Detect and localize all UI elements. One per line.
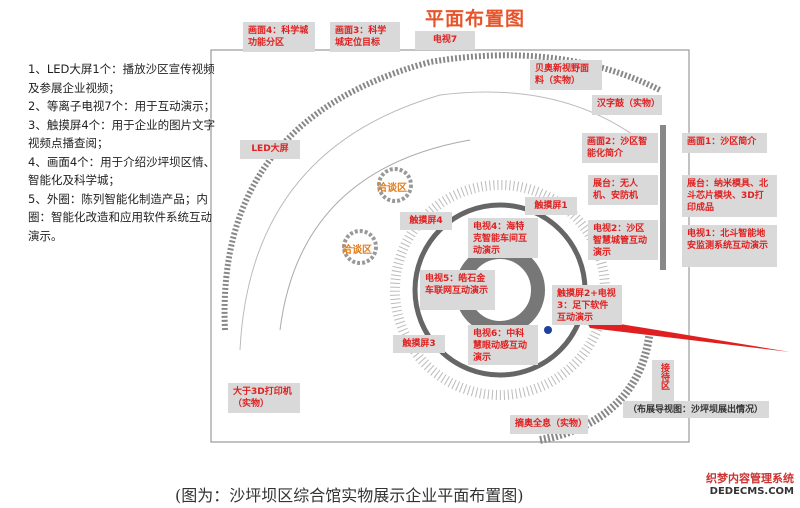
legend-item: 4、画面4个：用于介绍沙坪坝区情、智能化及科学城； [28, 154, 216, 188]
label-touch3: 触摸屏3 [393, 335, 445, 353]
legend-item: 2、等离子电视7个：用于互动演示； [28, 99, 216, 113]
negotiation-table-1 [377, 167, 413, 203]
label-guide: （布展导视图：沙坪坝展出情况） [623, 401, 769, 418]
label-tv5: 电视5：皓石金车联网互动演示 [420, 270, 495, 310]
watermark-line1: 织梦内容管理系统 [706, 472, 794, 485]
label-drum: 汉字鼓（实物） [592, 95, 662, 115]
page-title: 平面布置图 [425, 8, 526, 30]
negotiation-table-2 [342, 229, 378, 265]
label-tv6: 电视6：中科慧眼动感互动演示 [468, 325, 538, 365]
label-negotiation-2: 洽谈区 [342, 245, 372, 256]
watermark-line2: DEDECMS.COM [709, 486, 794, 497]
label-touch1: 触摸屏1 [525, 197, 577, 215]
figure-caption: (图为：沙坪坝区综合馆实物展示企业平面布置图) [175, 486, 524, 505]
label-touch2-tv3: 触摸屏2+电视3：足下软件互动演示 [552, 285, 622, 325]
red-arrow [584, 318, 790, 352]
label-tv7: 电视7 [415, 31, 475, 50]
label-painting3: 画面3：科学城定位目标 [330, 22, 400, 52]
label-painting2: 画面2：沙区智能化简介 [582, 133, 658, 163]
outer-arc-line [239, 91, 641, 351]
legend-text: 1、LED大屏1个：播放沙区宣传视频及参展企业视频； 2、等离子电视7个：用于互… [28, 60, 218, 245]
watermark: 织梦内容管理系统 DEDECMS.COM [706, 470, 794, 497]
label-painting4: 画面4：科学城功能分区 [243, 22, 315, 52]
label-fabric: 贝奥新视野面料（实物） [530, 60, 602, 90]
label-tv1: 电视1：北斗智能地安监测系统互动演示 [682, 225, 777, 267]
label-reception: 接待区 [652, 360, 674, 406]
label-tv4: 电视4：海特克智能车间互动演示 [468, 218, 538, 258]
label-booth-nano: 展台：纳米模具、北斗芯片模块、3D打印成品 [682, 175, 777, 217]
label-led: LED大屏 [240, 140, 300, 159]
legend-item: 5、外圈：陈列智能化制造产品；内圈：智能化改造和应用软件系统互动演示。 [28, 191, 212, 243]
label-booth-drone: 展台：无人机、安防机 [588, 175, 658, 205]
legend-item: 1、LED大屏1个：播放沙区宣传视频及参展企业视频； [28, 62, 215, 95]
label-printer: 大于3D打印机（实物） [228, 383, 300, 413]
legend-item: 3、触摸屏4个：用于企业的图片文字视频点播查阅； [28, 117, 216, 151]
label-painting1: 画面1：沙区简介 [682, 133, 767, 153]
label-hologram: 摘奥全息（实物） [510, 415, 588, 434]
inner-arc-line [279, 139, 471, 331]
label-touch4: 触摸屏4 [400, 212, 452, 230]
marker-dot [544, 326, 552, 334]
label-negotiation-1: 洽谈区 [377, 183, 407, 194]
label-tv2: 电视2：沙区智慧城管互动演示 [588, 220, 658, 260]
